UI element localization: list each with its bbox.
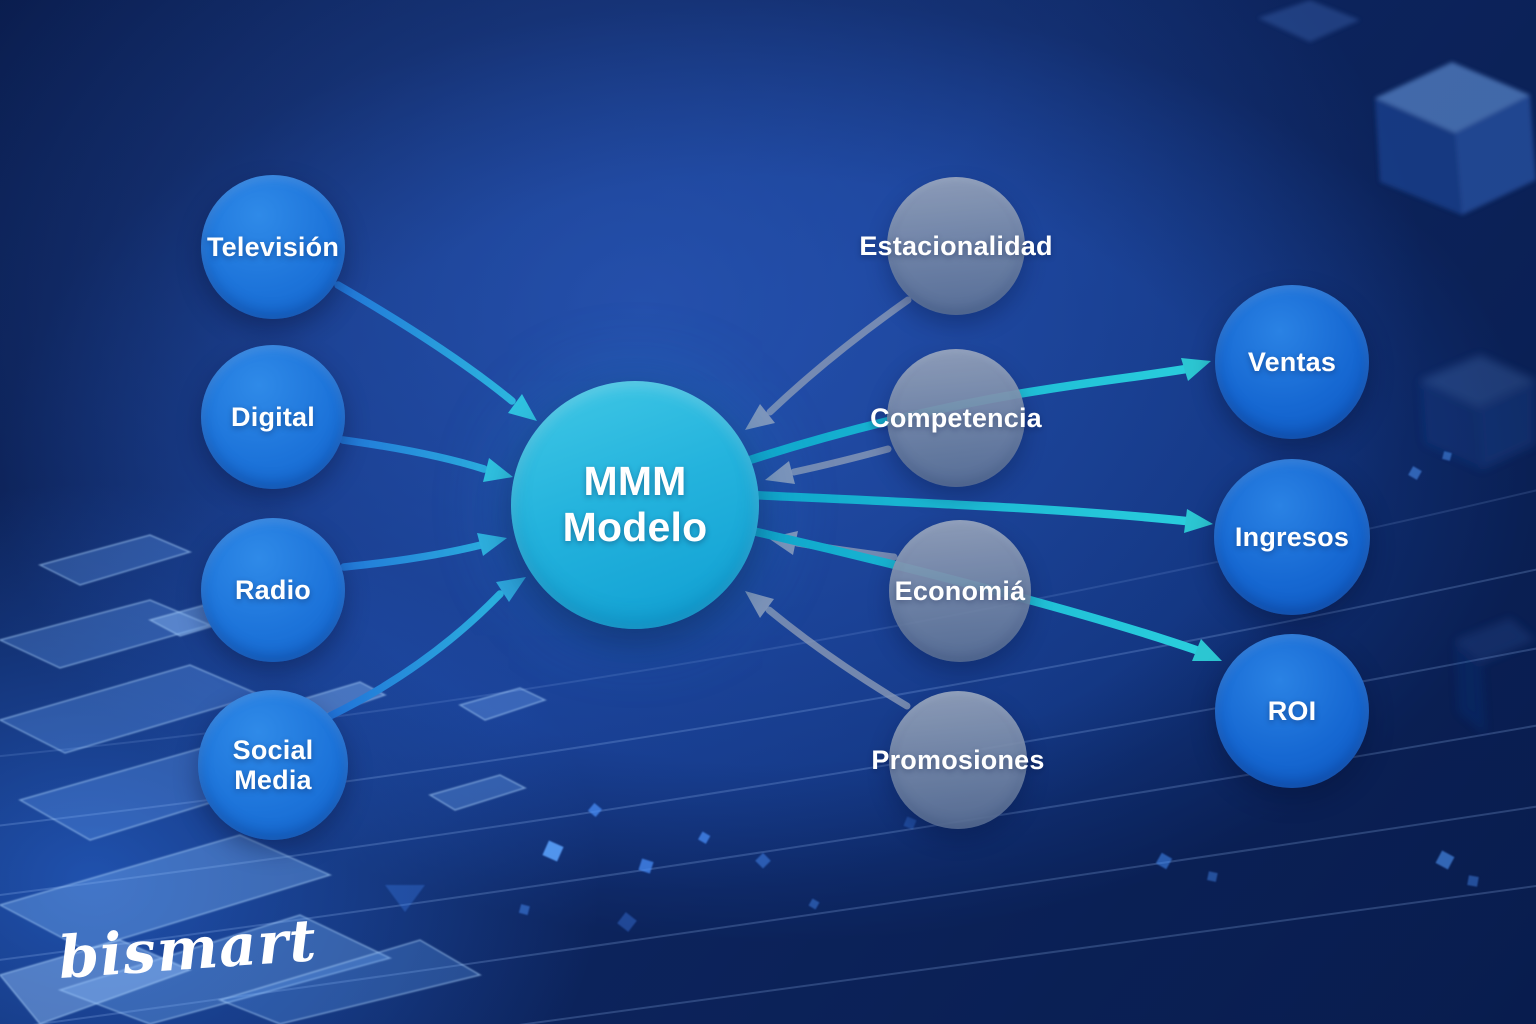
node-economia-label: Economiá: [894, 575, 1026, 606]
node-competencia-label: Competencia: [870, 402, 1042, 433]
edge-promosiones-to-mmm: [745, 591, 911, 710]
node-roi-label: ROI: [1267, 695, 1317, 726]
confetti-diamonds: [385, 451, 1479, 932]
node-television: Televisión: [201, 175, 345, 319]
node-mmm-modelo: MMM Modelo: [511, 381, 759, 629]
background-cubes: [1258, 0, 1536, 735]
node-radio: Radio: [201, 518, 345, 662]
edge-digital-to-mmm: [339, 436, 513, 482]
edge-radio-to-mmm: [340, 533, 507, 571]
node-promosiones: Promosiones: [871, 691, 1044, 829]
node-social-media-label: Social Media: [232, 734, 314, 795]
edge-competencia-to-mmm: [765, 445, 892, 484]
node-ventas: Ventas: [1215, 285, 1369, 439]
edge-television-to-mmm: [334, 281, 537, 421]
node-promosiones-label: Promosiones: [871, 744, 1045, 775]
bismart-logo: bismart: [56, 906, 319, 992]
bismart-logo-text: bismart: [56, 906, 319, 992]
node-digital-label: Digital: [231, 401, 315, 432]
node-estacionalidad-label: Estacionalidad: [859, 230, 1053, 261]
node-digital: Digital: [201, 345, 345, 489]
node-mmm-modelo-label: MMM Modelo: [562, 458, 708, 550]
node-social-media: Social Media: [198, 690, 348, 840]
edge-mmm-to-ingresos: [747, 490, 1213, 533]
edge-estacionalidad-to-mmm: [745, 296, 912, 430]
edge-socialmedia-to-mmm: [326, 577, 526, 720]
node-ingresos: Ingresos: [1214, 459, 1370, 615]
node-roi: ROI: [1215, 634, 1369, 788]
node-competencia: Competencia: [870, 349, 1042, 487]
node-ingresos-label: Ingresos: [1234, 521, 1350, 552]
node-estacionalidad: Estacionalidad: [859, 177, 1052, 315]
node-ventas-label: Ventas: [1247, 346, 1337, 377]
node-radio-label: Radio: [234, 574, 311, 605]
node-television-label: Televisión: [206, 231, 340, 262]
node-economia: Economiá: [889, 520, 1031, 662]
